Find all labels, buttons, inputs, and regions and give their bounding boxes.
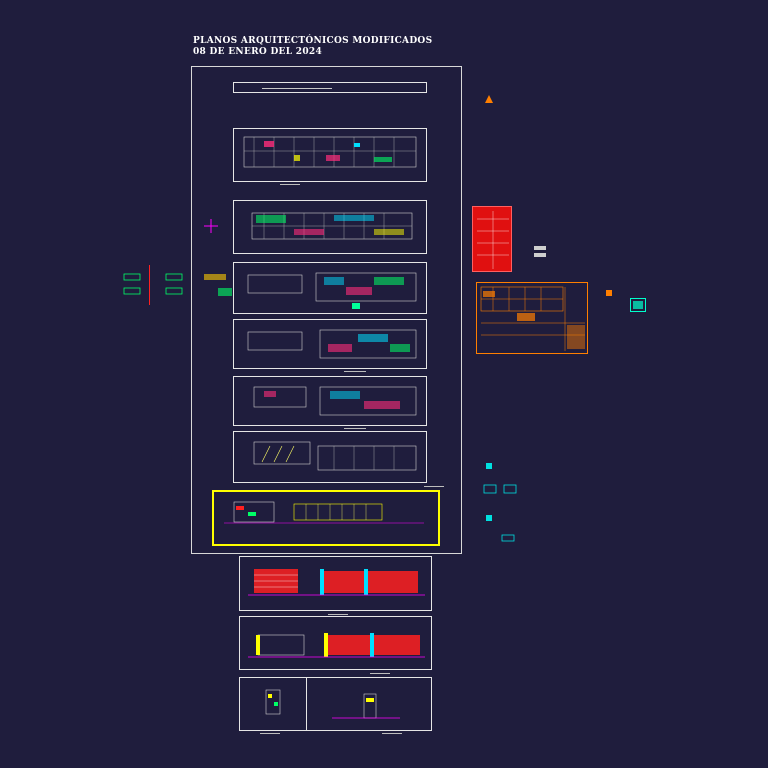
plan-sheet-6[interactable]	[233, 431, 444, 487]
small-detail-note	[534, 246, 546, 258]
elevation-drawing-3	[248, 633, 425, 658]
plan-sheet-2[interactable]	[233, 200, 427, 254]
red-guide-line	[149, 265, 150, 305]
plan-drawing-4	[247, 329, 417, 359]
elevation-sheet-2[interactable]	[239, 556, 432, 615]
plan-sheet-5[interactable]	[233, 376, 427, 429]
plan-sheet-3[interactable]	[233, 262, 427, 314]
elevation-drawing-2	[248, 569, 425, 596]
plan-caption-6	[424, 486, 444, 487]
elevation-sheet-yellow[interactable]	[212, 490, 440, 546]
plan-sheet-4[interactable]	[233, 319, 427, 372]
section-drawing	[265, 689, 400, 719]
elevation-drawing-1	[224, 501, 424, 524]
main-layout-frame[interactable]	[191, 66, 462, 554]
small-orange-mark	[606, 290, 612, 296]
drawing-date: 08 DE ENERO DEL 2024	[193, 47, 323, 57]
elevation-caption-2	[328, 614, 348, 615]
legend-symbols-left	[123, 273, 232, 296]
plan-caption-4	[344, 371, 366, 372]
section-sheet[interactable]	[239, 677, 432, 734]
section-divider	[306, 678, 307, 730]
red-detail-drawing	[477, 211, 509, 269]
orange-detail-sheet[interactable]	[476, 282, 588, 354]
orange-detail-drawing	[480, 286, 585, 351]
section-caption-1	[260, 733, 280, 734]
drawing-title: PLANOS ARQUITECTÓNICOS MODIFICADOS	[193, 36, 433, 46]
plan-caption-5	[344, 428, 366, 429]
plan-drawing-3	[247, 272, 417, 309]
plan-sheet-1[interactable]	[233, 128, 427, 185]
header-strip-text	[262, 88, 332, 89]
plan-drawing-2	[251, 212, 413, 240]
section-caption-2	[382, 733, 402, 734]
north-arrow-icon	[485, 95, 493, 103]
plan-drawing-6	[253, 441, 417, 471]
cyan-detail[interactable]	[630, 298, 646, 312]
plan-drawing-5	[253, 386, 417, 416]
elevation-caption-3	[370, 673, 390, 674]
header-strip[interactable]	[233, 82, 427, 93]
plan-caption-1	[280, 184, 300, 185]
cyan-detail-marks	[483, 463, 517, 542]
elevation-sheet-3[interactable]	[239, 616, 432, 674]
plan-drawing-1	[243, 136, 417, 168]
red-detail-sheet[interactable]	[472, 206, 512, 272]
crosshair-icon	[204, 219, 218, 233]
